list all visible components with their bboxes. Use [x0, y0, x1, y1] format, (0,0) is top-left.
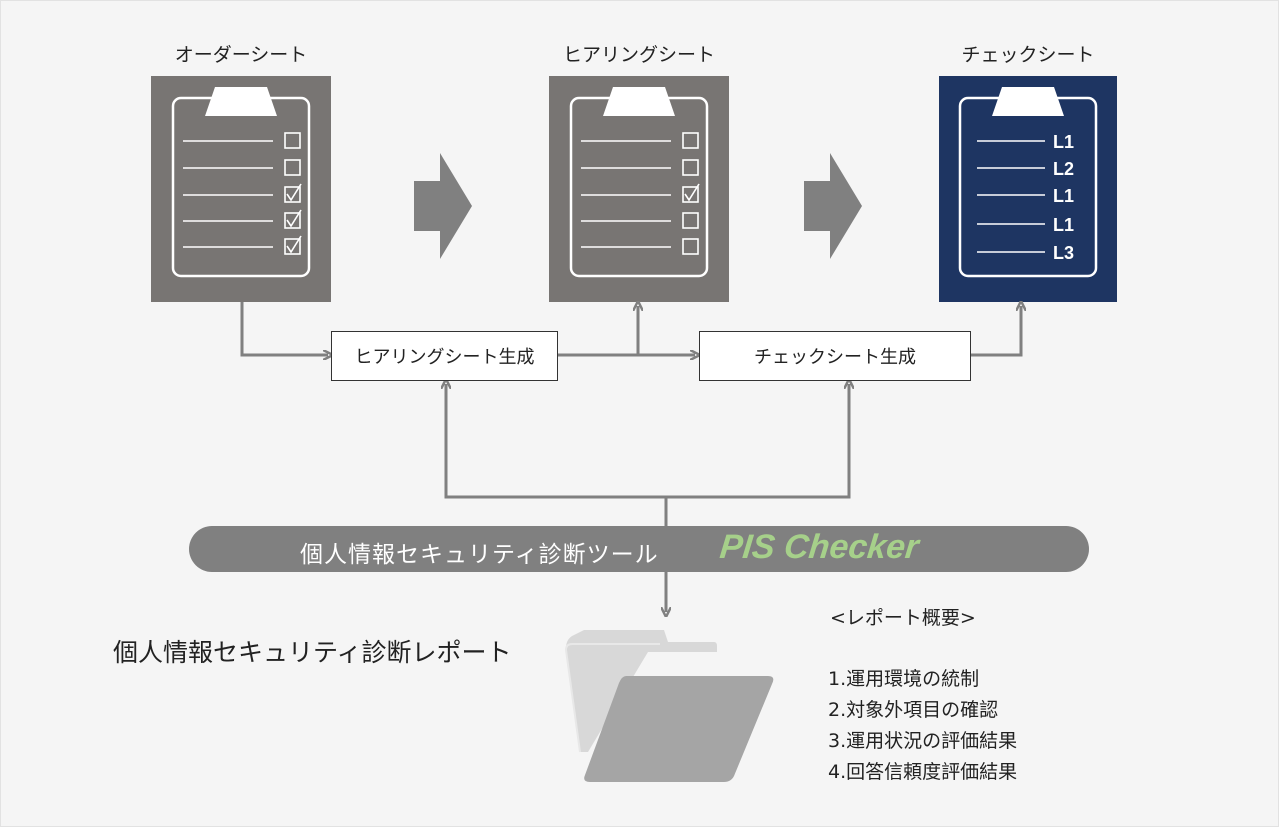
connector-tool-to-hearing-gen — [446, 384, 668, 526]
check-level-5: L3 — [1053, 243, 1074, 263]
connector-hearing-gen-to-hearing-sheet — [558, 306, 638, 357]
report-summary-item: 2.対象外項目の確認 — [828, 699, 999, 721]
hearing-generation-box: ヒアリングシート生成 — [331, 331, 558, 381]
check-level-3: L1 — [1053, 186, 1074, 206]
order-sheet-title: オーダーシート — [174, 44, 308, 66]
order-sheet — [151, 76, 331, 302]
connector-check-gen-to-check-sheet — [971, 306, 1021, 357]
check-generation-box: チェックシート生成 — [699, 331, 971, 381]
check-level-2: L2 — [1053, 159, 1074, 179]
flow-arrow-order-to-hearing — [414, 153, 472, 259]
report-summary-item: 1.運用環境の統制 — [828, 668, 980, 690]
tool-name: 個人情報セキュリティ診断ツール — [300, 542, 659, 568]
hearing-sheet — [549, 76, 729, 302]
report-summary-item: 4.回答信頼度評価結果 — [828, 761, 1018, 783]
check-level-4: L1 — [1053, 215, 1074, 235]
report-summary-list: 1.運用環境の統制 2.対象外項目の確認 3.運用状況の評価結果 4.回答信頼度… — [828, 668, 1017, 792]
folder-icon — [564, 630, 774, 782]
check-sheet: L1 L2 L1 L1 L3 — [939, 76, 1117, 302]
hearing-sheet-title: ヒアリングシート — [562, 44, 715, 66]
report-title: 個人情報セキュリティ診断レポート — [113, 638, 512, 667]
flow-arrow-hearing-to-check — [804, 153, 862, 259]
tool-banner — [189, 526, 1089, 572]
connector-order-to-hearing-gen — [240, 302, 328, 355]
report-summary-title: <レポート概要> — [830, 607, 976, 629]
check-sheet-title: チェックシート — [961, 44, 1095, 66]
connector-tool-to-check-gen — [666, 384, 849, 499]
report-summary-item: 3.運用状況の評価結果 — [828, 730, 1018, 752]
check-level-1: L1 — [1053, 132, 1074, 152]
tool-brand-logo: PIS Checker — [718, 528, 921, 566]
